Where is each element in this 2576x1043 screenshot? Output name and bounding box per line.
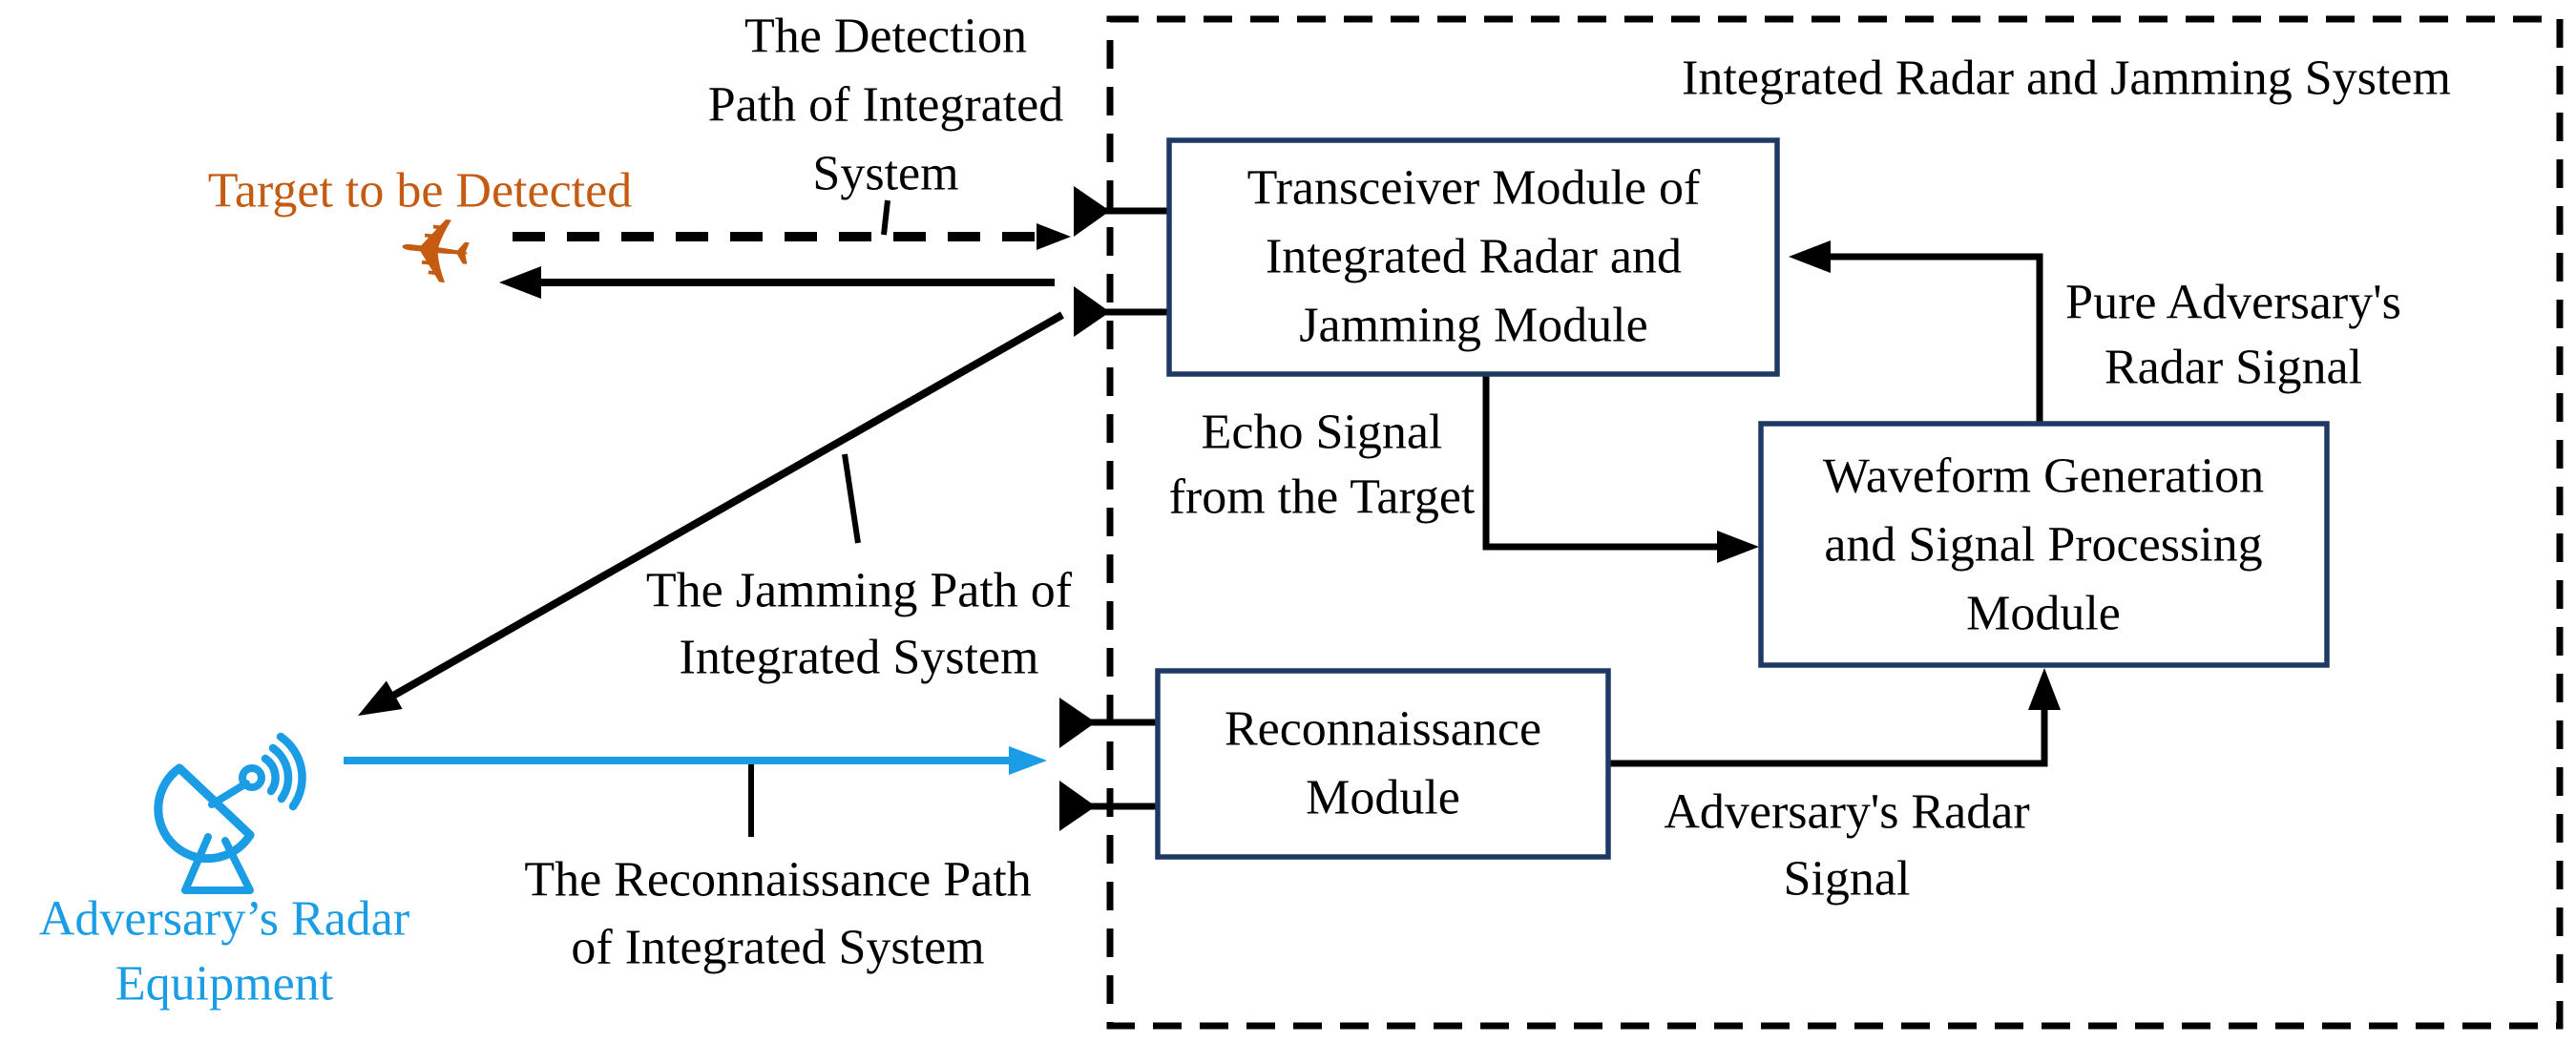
adversary-signal-line xyxy=(1608,678,2048,767)
target-label: Target to be Detected xyxy=(208,164,632,219)
reconnaissance-antenna-icons xyxy=(1059,698,1161,831)
pure-adversary-signal-label-line: Pure Adversary's xyxy=(2065,276,2401,330)
antenna-icon xyxy=(1059,698,1096,748)
echo-signal-label-line: Echo Signal xyxy=(1202,406,1443,460)
reconnaissance-path-label-line: The Reconnaissance Path xyxy=(524,853,1031,907)
reconnaissance-path-label: The Reconnaissance Path of Integrated Sy… xyxy=(524,853,1031,975)
reconnaissance-module-label: Module xyxy=(1306,771,1460,825)
echo-signal-line xyxy=(1482,376,1750,551)
reconnaissance-module-box xyxy=(1155,668,1611,860)
waveform-module-label: and Signal Processing xyxy=(1824,518,2262,573)
detection-label-leader-line xyxy=(881,199,890,236)
waveform-module-label: Waveform Generation xyxy=(1823,449,2264,504)
reconnaissance-module-label: Reconnaissance xyxy=(1225,702,1541,757)
radar-feed-rod xyxy=(208,780,250,808)
antenna-icon xyxy=(1074,186,1110,237)
detection-path-label-line: Path of Integrated xyxy=(708,78,1064,133)
adversary-radar-label: Equipment xyxy=(115,957,334,1012)
adversary-signal-label-line: Adversary's Radar xyxy=(1664,785,2029,840)
pure-adversary-signal-label: Pure Adversary's Radar Signal xyxy=(2065,276,2401,395)
transceiver-module-label: Jamming Module xyxy=(1299,299,1647,353)
airplane-icon: ✈ xyxy=(391,195,479,309)
detection-path-label: The Detection Path of Integrated System xyxy=(708,10,1064,201)
detection-path-label-line: System xyxy=(812,147,958,201)
radar-tripod-legs xyxy=(181,833,254,894)
reconnaissance-path-label-line: of Integrated System xyxy=(571,921,984,975)
radar-wave-arc xyxy=(268,743,293,803)
radar-dish-bowl xyxy=(154,763,255,864)
transceiver-module: Transceiver Module of Integrated Radar a… xyxy=(1166,137,1780,377)
waveform-module: Waveform Generation and Signal Processin… xyxy=(1758,421,2330,668)
system-boundary-box xyxy=(1106,15,2564,1030)
radar-wave-arc xyxy=(276,732,306,811)
reconnaissance-module: Reconnaissance Module xyxy=(1155,668,1611,860)
transceiver-module-label: Integrated Radar and xyxy=(1266,230,1682,284)
jamming-path-line xyxy=(385,311,1064,703)
reconnaissance-arrowhead xyxy=(1009,746,1047,775)
adversary-signal-label-line: Signal xyxy=(1784,852,1911,907)
jamming-arrowhead xyxy=(358,680,403,716)
detection-path-label-line: The Detection xyxy=(744,10,1027,64)
radar-feed-point xyxy=(239,764,265,791)
echo-signal-label-line: from the Target xyxy=(1169,470,1476,525)
adversary-signal-arrowhead xyxy=(2028,668,2061,710)
jamming-path-label-line: Integrated System xyxy=(680,631,1039,685)
radar-wave-arc xyxy=(261,754,280,796)
transceiver-module-box xyxy=(1166,137,1780,377)
transceiver-module-label: Transceiver Module of xyxy=(1247,161,1701,216)
jamming-path-label-line: The Jamming Path of xyxy=(646,564,1073,618)
radar-return-arrowhead xyxy=(499,266,541,299)
detection-arrowhead xyxy=(1037,223,1071,250)
echo-signal-label: Echo Signal from the Target xyxy=(1169,406,1476,525)
waveform-module-label: Module xyxy=(1966,587,2121,641)
pure-adversary-signal-arrowhead xyxy=(1789,240,1831,273)
pure-adversary-signal-line xyxy=(1798,253,2043,426)
antenna-icon xyxy=(1074,286,1110,337)
antenna-icon xyxy=(1059,781,1096,831)
adversary-signal-label: Adversary's Radar Signal xyxy=(1664,785,2029,907)
adversary-radar-label: Adversary’s Radar xyxy=(39,892,409,947)
jamming-path-label: The Jamming Path of Integrated System xyxy=(646,564,1073,685)
system-title: Integrated Radar and Jamming System xyxy=(1682,52,2451,106)
radar-dish-icon xyxy=(154,732,306,894)
echo-signal-arrowhead xyxy=(1717,531,1759,563)
waveform-module-box xyxy=(1758,421,2330,668)
transceiver-antenna-icons xyxy=(1074,186,1172,337)
pure-adversary-signal-label-line: Radar Signal xyxy=(2105,341,2362,395)
jamming-label-leader-line xyxy=(842,453,861,544)
